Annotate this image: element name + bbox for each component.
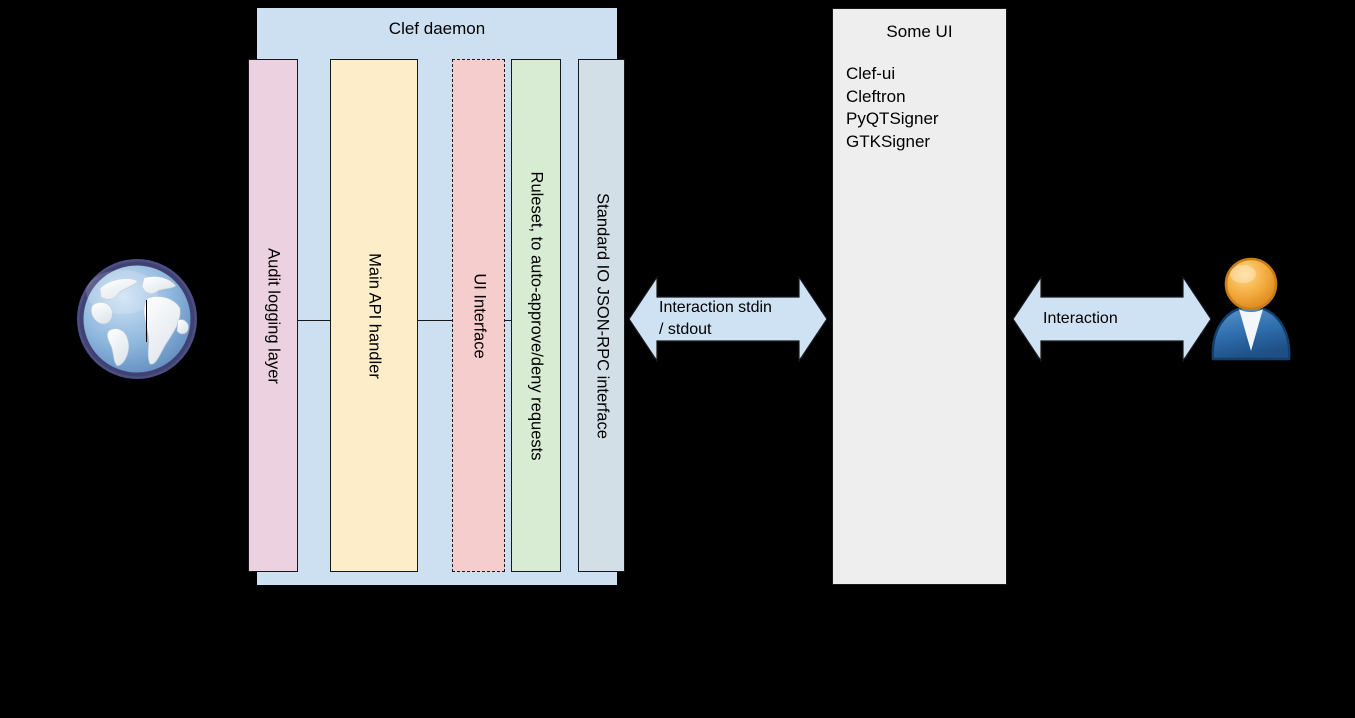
column-ruleset[interactable]: Ruleset, to auto-approve/deny requests [511,59,561,572]
column-label-audit-logging-layer: Audit logging layer [264,247,283,384]
connector-api-to-ui [417,320,453,321]
stdio-arrow-label-line1: Interaction stdin [659,299,772,316]
column-main-api-handler[interactable]: Main API handler [330,59,418,572]
user-arrow-label-line1: Interaction [1043,310,1118,327]
list-item: Cleftron [846,86,906,106]
stdio-double-arrow: Interaction stdin / stdout [629,276,827,362]
column-label-main-api-handler: Main API handler [365,252,384,379]
list-item: PyQTSigner [846,109,939,128]
some-ui-box[interactable]: Some UI Clef-ui Cleftron PyQTSigner GTKS… [832,8,1007,585]
list-item: GTKSigner [846,131,931,151]
some-ui-list: Clef-ui Cleftron PyQTSigner GTKSigner [846,63,939,153]
connector-ui-to-ruleset [504,320,513,321]
globe-connector-line [146,300,147,342]
column-label-ui-interface: UI Interface [469,272,488,359]
clef-daemon-title: Clef daemon [388,19,486,38]
stdio-arrow-label-line2: / stdout [659,321,712,338]
connector-audit-to-api [297,320,331,321]
column-label-standard-io-jsonrpc: Standard IO JSON-RPC interface [592,192,611,439]
column-audit-logging-layer[interactable]: Audit logging layer [248,59,298,572]
user-icon [1205,255,1297,361]
some-ui-title: Some UI [886,22,953,41]
user-arrow-label: Interaction [1013,276,1211,362]
stdio-arrow-label: Interaction stdin / stdout [629,276,827,362]
list-item: Clef-ui [846,64,896,83]
clef-daemon-container [257,8,617,585]
globe-icon [70,252,204,386]
column-standard-io-jsonrpc[interactable]: Standard IO JSON-RPC interface [578,59,625,572]
column-ui-interface[interactable]: UI Interface [452,59,505,572]
column-label-ruleset: Ruleset, to auto-approve/deny requests [527,171,546,460]
user-double-arrow: Interaction [1013,276,1211,362]
